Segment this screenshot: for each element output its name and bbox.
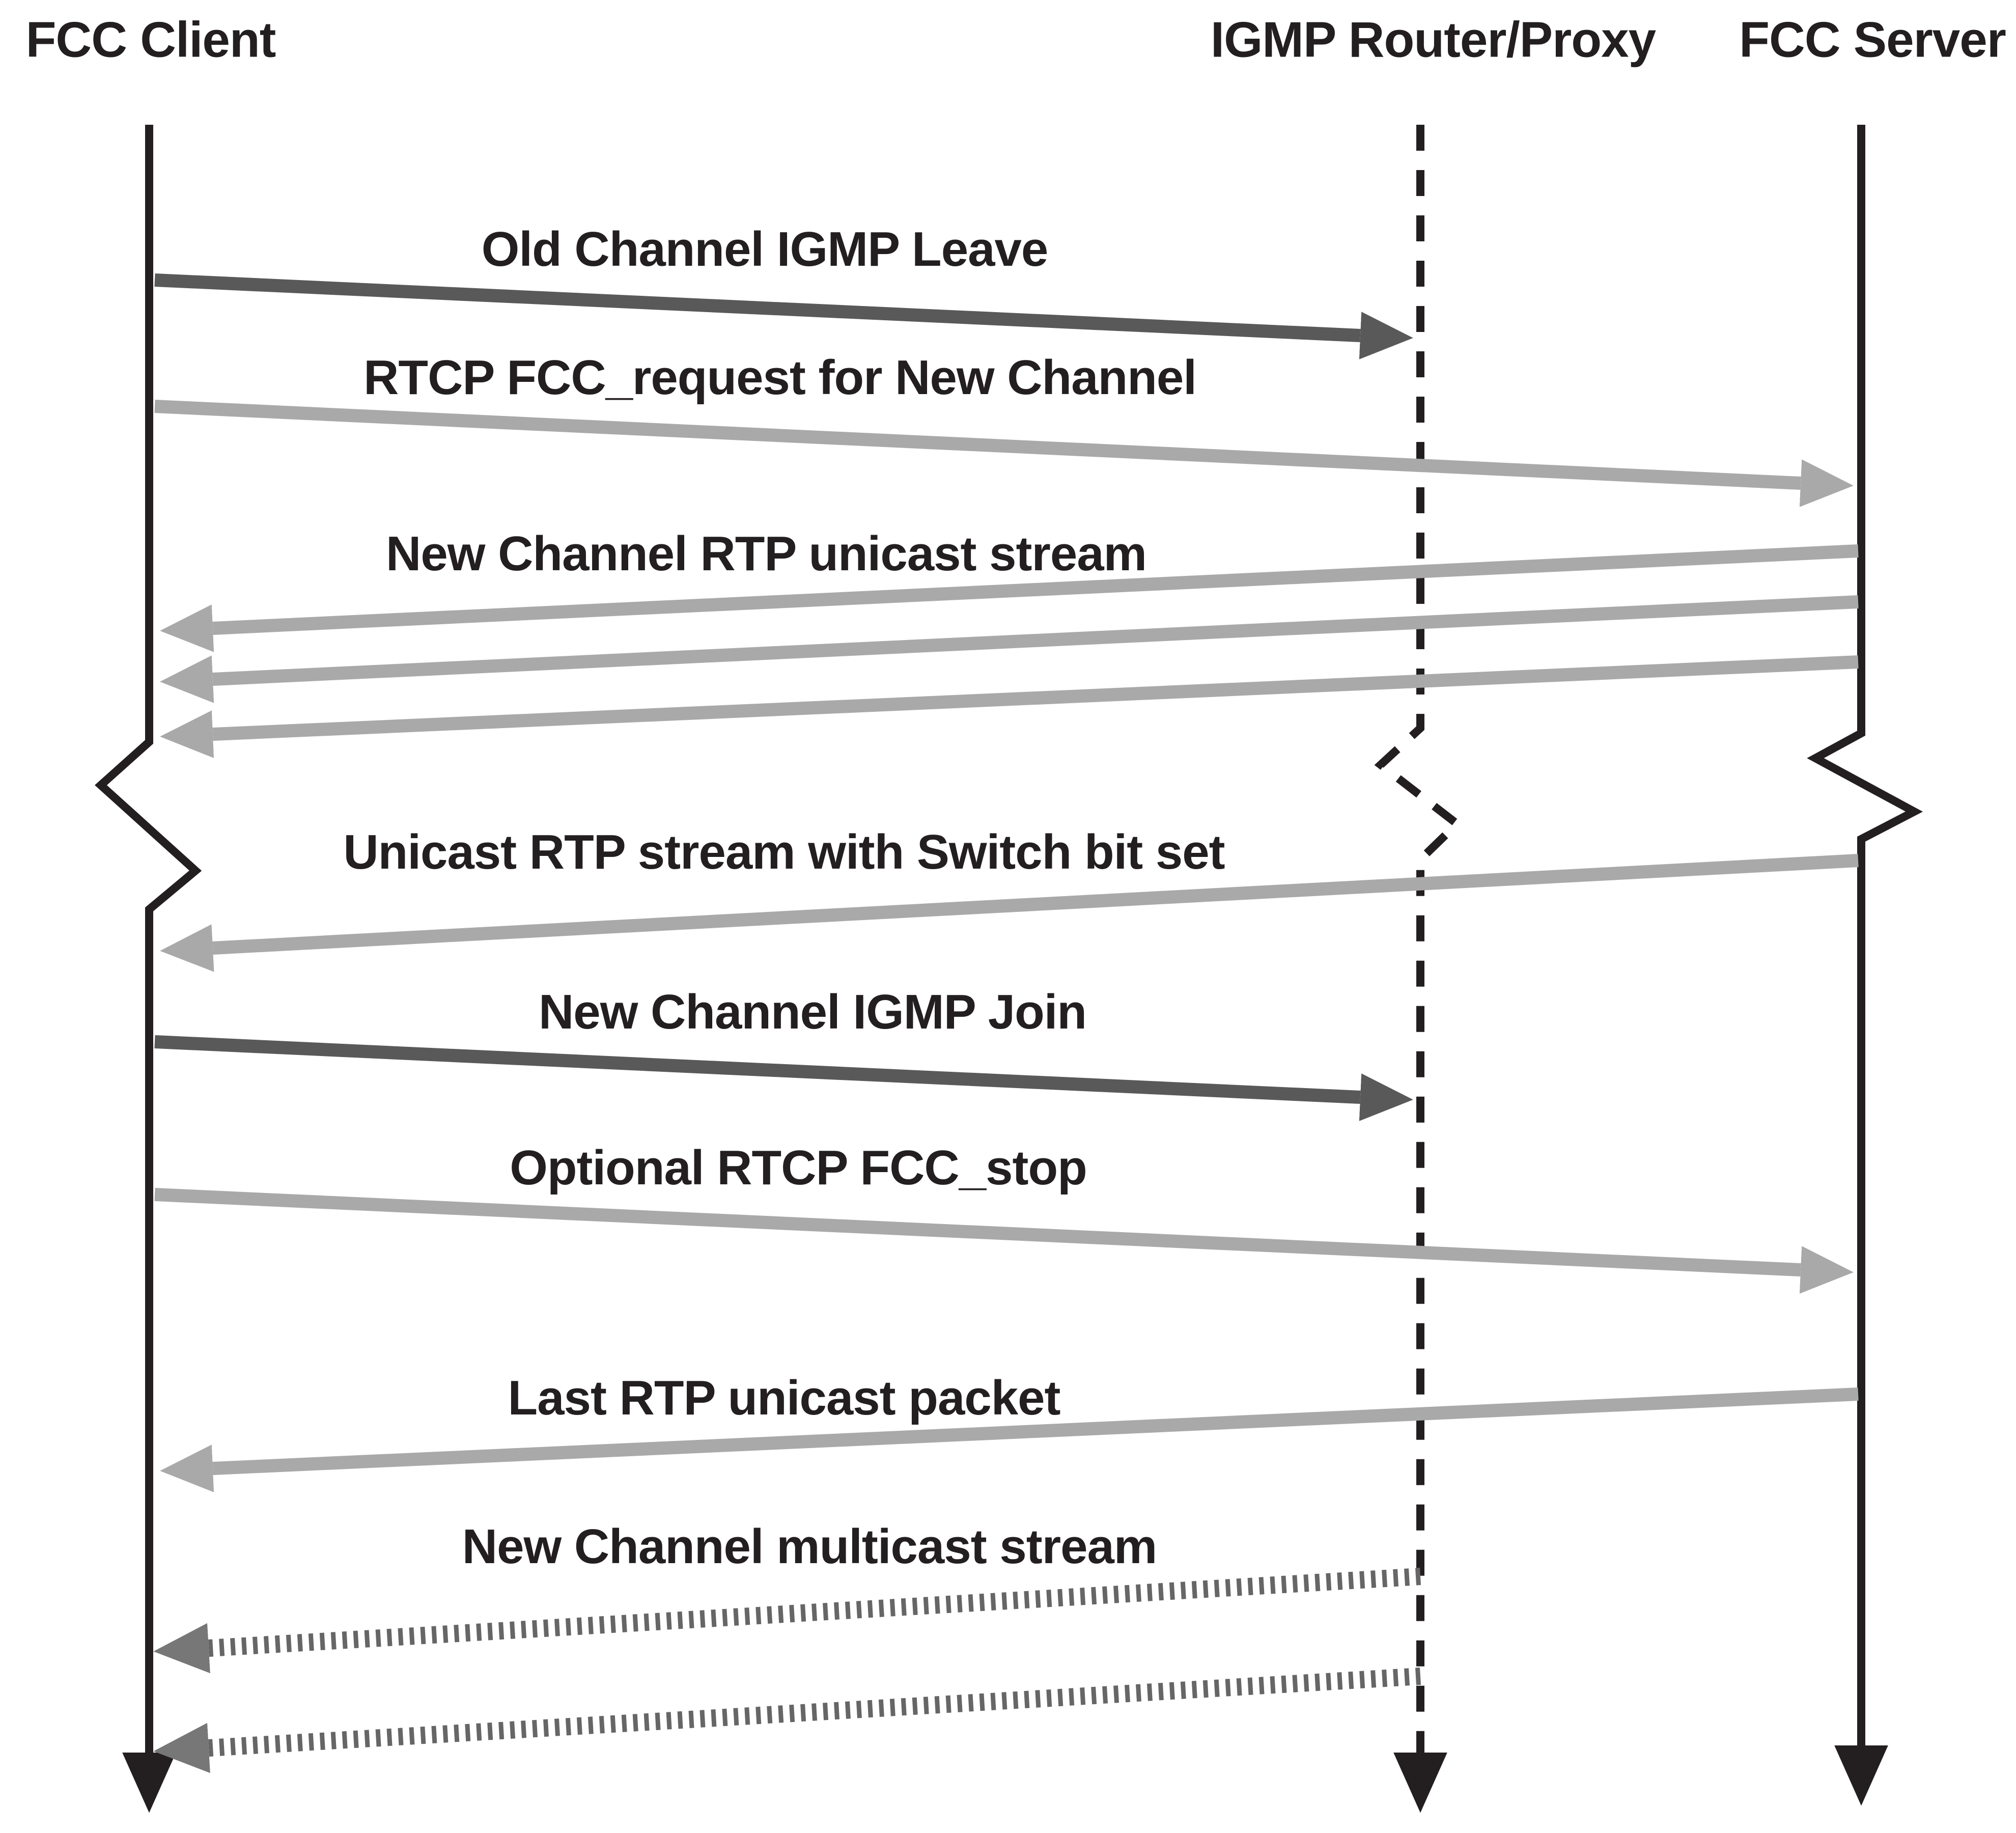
- arrow-old-channel-igmp-leave: [154, 273, 1413, 359]
- arrow-new-channel-igmp-join: [154, 1035, 1413, 1121]
- message-label-optional-rtcp-fcc-stop: Optional RTCP FCC_stop: [510, 1141, 1087, 1195]
- arrow-new-channel-multicast-2: [153, 1668, 1421, 1773]
- message-label-new-channel-multicast-stream: New Channel multicast stream: [462, 1519, 1157, 1574]
- participant-header-fcc-server: FCC Server: [1739, 11, 2006, 68]
- message-label-new-channel-igmp-join: New Channel IGMP Join: [538, 985, 1087, 1039]
- lifeline-igmp-router-proxy: [1374, 125, 1464, 1813]
- arrow-new-channel-multicast-1: [153, 1568, 1421, 1674]
- lifeline-fcc-client: [95, 125, 202, 1813]
- arrow-unicast-rtp-switch-bit: [160, 854, 1859, 972]
- arrow-new-channel-rtp-unicast-3: [160, 655, 1859, 758]
- message-label-last-rtp-unicast-packet: Last RTP unicast packet: [508, 1371, 1061, 1425]
- message-label-unicast-rtp-switch-bit: Unicast RTP stream with Switch bit set: [343, 825, 1225, 879]
- message-label-old-channel-igmp-leave: Old Channel IGMP Leave: [481, 222, 1049, 276]
- arrow-optional-rtcp-fcc-stop: [154, 1188, 1854, 1294]
- arrow-new-channel-rtp-unicast-1: [160, 544, 1859, 652]
- arrow-last-rtp-unicast-packet: [160, 1387, 1859, 1492]
- participant-header-igmp-router-proxy: IGMP Router/Proxy: [1210, 11, 1656, 68]
- lifeline-fcc-server: [1807, 125, 1923, 1806]
- message-label-rtcp-fcc-request: RTCP FCC_request for New Channel: [363, 350, 1197, 405]
- participant-header-fcc-client: FCC Client: [25, 11, 276, 68]
- arrow-new-channel-rtp-unicast-2: [160, 595, 1859, 703]
- arrow-rtcp-fcc-request: [154, 400, 1854, 507]
- message-label-new-channel-rtp-unicast-stream: New Channel RTP unicast stream: [386, 526, 1147, 581]
